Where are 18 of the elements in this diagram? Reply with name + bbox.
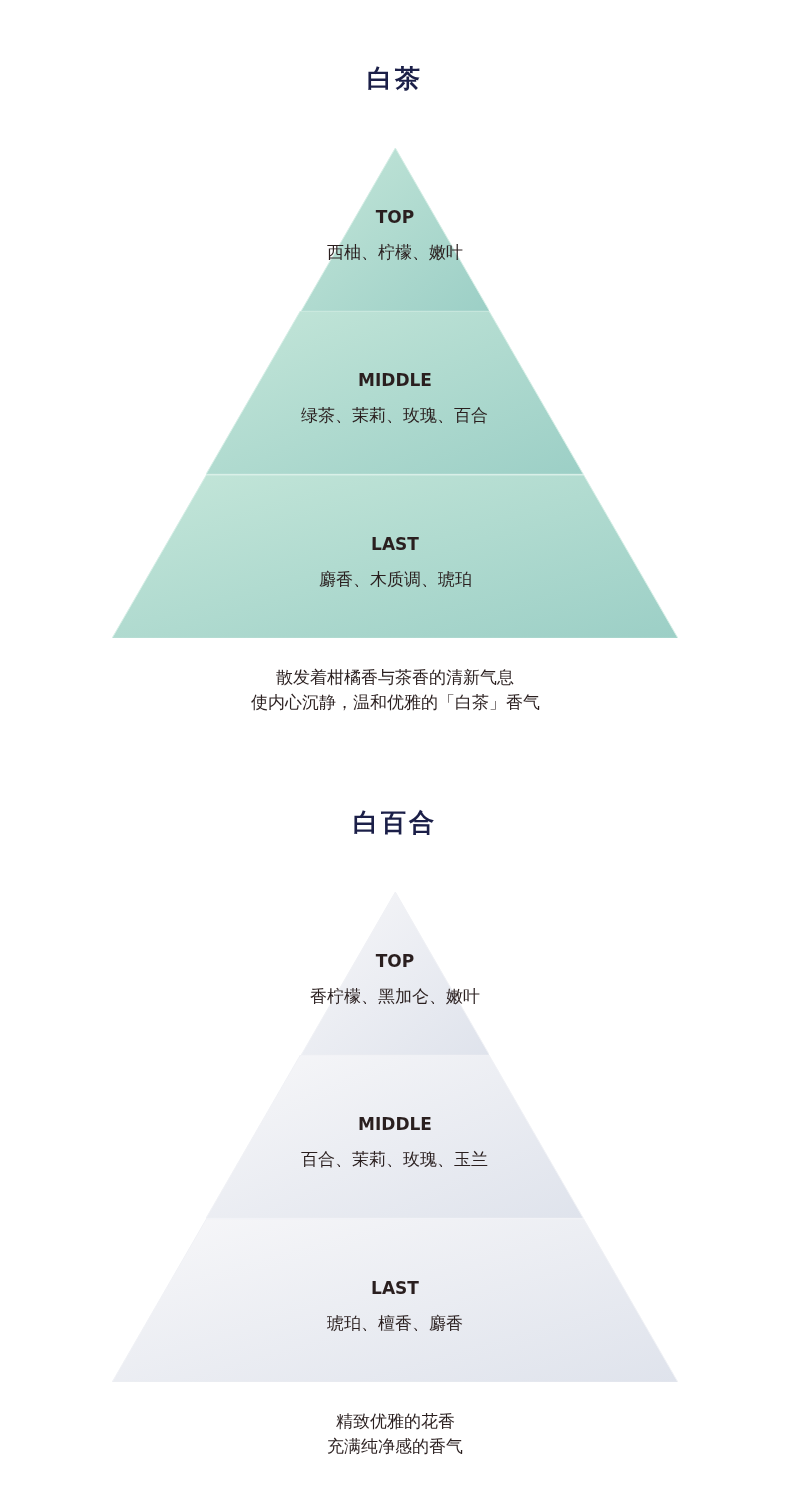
pyramid-title: 白百合 (353, 808, 437, 837)
description-text: 散发着柑橘香与茶香的清新气息 (276, 666, 514, 689)
pyramid-title: 白茶 (367, 64, 423, 93)
description-text: 使内心沉静，温和优雅的「白茶」香气 (250, 691, 540, 714)
tier-heading: MIDDLE (358, 1114, 432, 1135)
tier-heading: MIDDLE (358, 370, 432, 391)
note-list: 西柚、柠檬、嫩叶 (327, 241, 463, 265)
description-text: 精致优雅的花香 (335, 1410, 455, 1433)
note-list: 绿茶、茉莉、玫瑰、百合 (301, 404, 489, 428)
tier-heading: TOP (375, 207, 415, 228)
description-text: 充满纯净感的香气 (327, 1435, 463, 1458)
tier-heading: LAST (371, 533, 419, 554)
note-list: 琥珀、檀香、麝香 (327, 1311, 463, 1335)
note-list: 麝香、木质调、琥珀 (318, 567, 472, 591)
tier-heading: LAST (371, 1277, 419, 1298)
tier-heading: TOP (375, 951, 415, 972)
note-list: 百合、茉莉、玫瑰、玉兰 (301, 1148, 489, 1172)
note-list: 香柠檬、黑加仑、嫩叶 (310, 985, 480, 1009)
